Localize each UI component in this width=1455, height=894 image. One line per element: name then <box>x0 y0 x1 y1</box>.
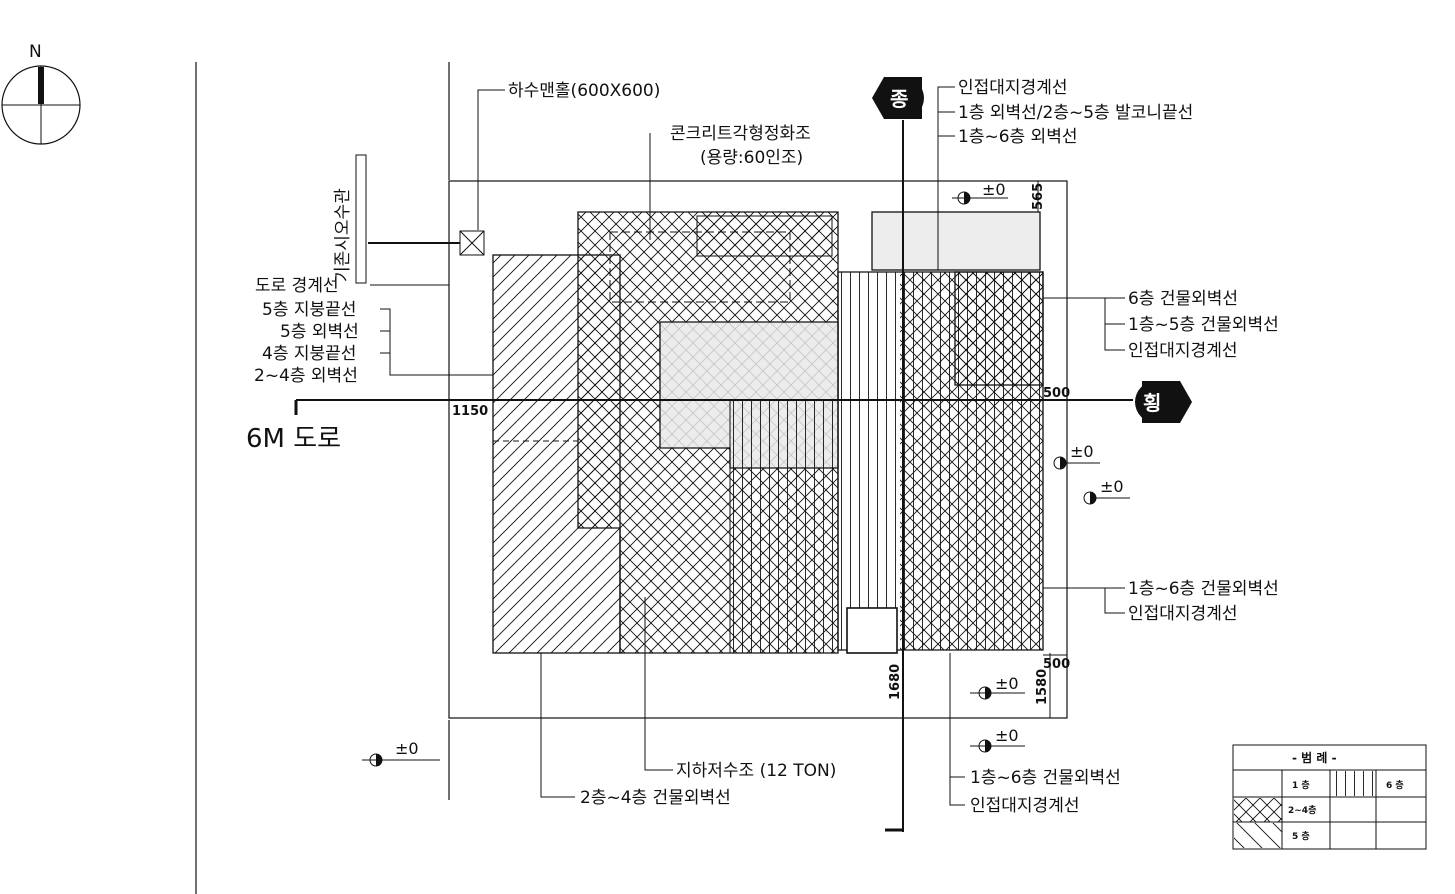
callout-wall-2-4f-bottom: 2층~4층 건물외벽선 <box>580 788 731 808</box>
existing-sewer-label: 기존시오수관 <box>333 188 353 282</box>
existing-sewer-pipe <box>355 154 367 284</box>
level-marker-top: ±0 <box>952 180 1008 205</box>
callout-road-boundary: 도로 경계선 <box>255 276 339 296</box>
svg-text:±0: ±0 <box>395 739 419 758</box>
axis-bubble-longitudinal: 종 <box>872 77 924 119</box>
callout-right-lower-1: 1층~6층 건물외벽선 <box>1128 579 1279 599</box>
dimension-1680: 1680 <box>888 664 903 700</box>
manhole-icon <box>459 230 485 256</box>
svg-text:±0: ±0 <box>982 180 1006 199</box>
callout-sewer-manhole: 하수맨홀(600X600) <box>508 81 660 101</box>
svg-text:±0: ±0 <box>995 674 1019 693</box>
road-label: 6M 도로 <box>246 424 341 454</box>
callout-top-right-3: 1층~6층 외벽선 <box>958 127 1077 147</box>
legend-floor-5: 5 층 <box>1292 830 1310 842</box>
dimension-1580: 1580 <box>1035 669 1050 705</box>
legend-floor-1: 1 층 <box>1292 779 1310 791</box>
legend-title: - 범 례 - <box>1292 750 1337 765</box>
callout-wall-2-4f: 2~4층 외벽선 <box>254 366 358 386</box>
level-marker-bottom-2: ±0 <box>970 726 1025 753</box>
dimension-1150: 1150 <box>452 404 488 419</box>
callout-bottom-right-1: 1층~6층 건물외벽선 <box>970 768 1121 788</box>
level-marker-bottom-1: ±0 <box>970 674 1025 700</box>
svg-text:±0: ±0 <box>995 726 1019 745</box>
svg-text:종: 종 <box>890 87 908 111</box>
dimension-500-lower: 500 <box>1043 657 1070 672</box>
svg-text:횡: 횡 <box>1143 391 1161 415</box>
dimension-565: 565 <box>1031 183 1046 210</box>
callout-top-right-2: 1층 외벽선/2층~5층 발코니끝선 <box>958 103 1193 123</box>
callout-underground-tank: 지하저수조 (12 TON) <box>676 761 836 781</box>
callout-right-upper-2: 1층~5층 건물외벽선 <box>1128 315 1279 335</box>
legend-floor-2-4: 2~4층 <box>1288 804 1316 816</box>
callout-right-upper-1: 6층 건물외벽선 <box>1128 289 1238 309</box>
axis-bubble-transverse: 횡 <box>1135 381 1192 423</box>
legend: - 범 례 - 1 층 6 층 2~4층 5 층 <box>1232 744 1427 850</box>
callout-roof-5f: 5층 지붕끝선 <box>262 300 356 320</box>
level-marker-left: ±0 <box>362 739 440 767</box>
legend-floor-6: 6 층 <box>1386 779 1404 791</box>
callout-septic-capacity: (용량:60인조) <box>700 148 803 168</box>
level-marker-right-2: ±0 <box>1083 477 1130 505</box>
svg-text:±0: ±0 <box>1100 477 1124 496</box>
level-marker-right-1: ±0 <box>1053 442 1100 470</box>
callout-wall-5f: 5층 외벽선 <box>280 322 359 342</box>
north-label: N <box>29 42 42 62</box>
north-arrow-icon: N <box>1 42 81 145</box>
site-boundary <box>448 180 1068 719</box>
callout-right-lower-2: 인접대지경계선 <box>1128 604 1237 624</box>
callout-bottom-right-2: 인접대지경계선 <box>970 796 1079 816</box>
callout-septic-tank: 콘크리트각형정화조 <box>670 124 811 144</box>
callout-right-upper-3: 인접대지경계선 <box>1128 341 1237 361</box>
svg-text:±0: ±0 <box>1070 442 1094 461</box>
callout-top-right-1: 인접대지경계선 <box>958 78 1067 98</box>
callout-roof-4f: 4층 지붕끝선 <box>262 344 356 364</box>
dimension-500-upper: 500 <box>1043 386 1070 401</box>
